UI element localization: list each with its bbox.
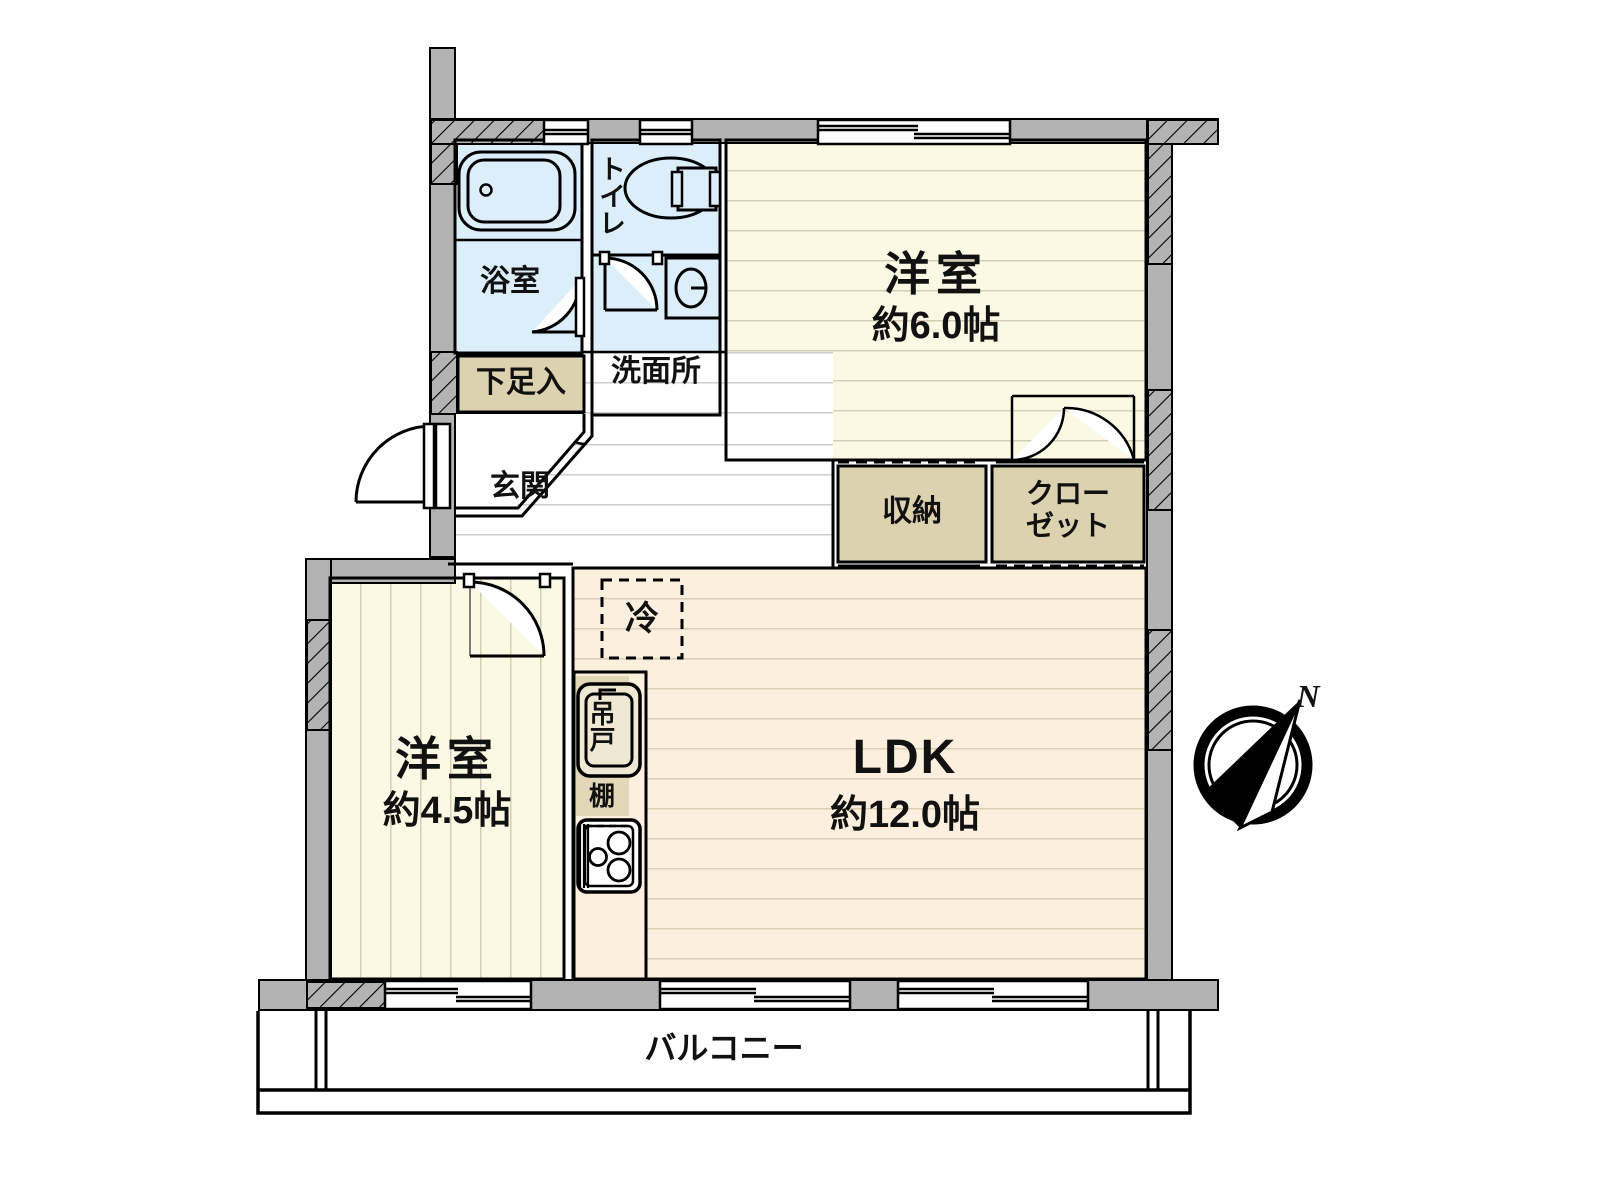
- wall-right: [1146, 118, 1173, 988]
- wall-left-lower: [305, 558, 332, 988]
- label-washroom: 洗面所: [611, 355, 701, 388]
- label-bedroom-main-name: 洋室: [884, 248, 988, 300]
- label-ldk-name: LDK: [852, 731, 958, 784]
- label-bedroom-main: 洋室: [826, 248, 1046, 301]
- label-bedroom-main-area: 約6.0帖: [871, 305, 1001, 347]
- label-bedroom-small-name: 洋室: [395, 733, 499, 785]
- label-closet: クロー ゼット: [1025, 478, 1110, 542]
- label-hanging-cupboard-1: 吊戸: [586, 700, 616, 752]
- label-shoe-cabinet: 下足入: [476, 366, 566, 399]
- wall-bottom: [258, 979, 1219, 1011]
- label-hanging-cupboard-2: 棚: [588, 781, 615, 811]
- label-entrance: 玄関: [490, 470, 550, 503]
- label-storage: 収納: [882, 495, 942, 528]
- label-bath: 浴室: [480, 265, 540, 298]
- label-toilet: トイレ: [595, 155, 625, 236]
- room-bath: [455, 140, 582, 353]
- label-bedroom-small: 洋室: [337, 733, 557, 786]
- label-ldk-area: 約12.0帖: [830, 794, 980, 836]
- label-refrigerator: 冷: [625, 600, 659, 638]
- label-balcony: バルコニー: [644, 1030, 804, 1066]
- wall-top-stub-left: [429, 47, 456, 130]
- compass-rose: [1193, 699, 1313, 832]
- wall-left-upper: [429, 118, 456, 558]
- label-ldk: LDK: [790, 730, 1020, 785]
- label-compass-north: N: [1296, 678, 1320, 714]
- wall-top: [429, 118, 1219, 144]
- label-bedroom-small-area: 約4.5帖: [382, 790, 512, 832]
